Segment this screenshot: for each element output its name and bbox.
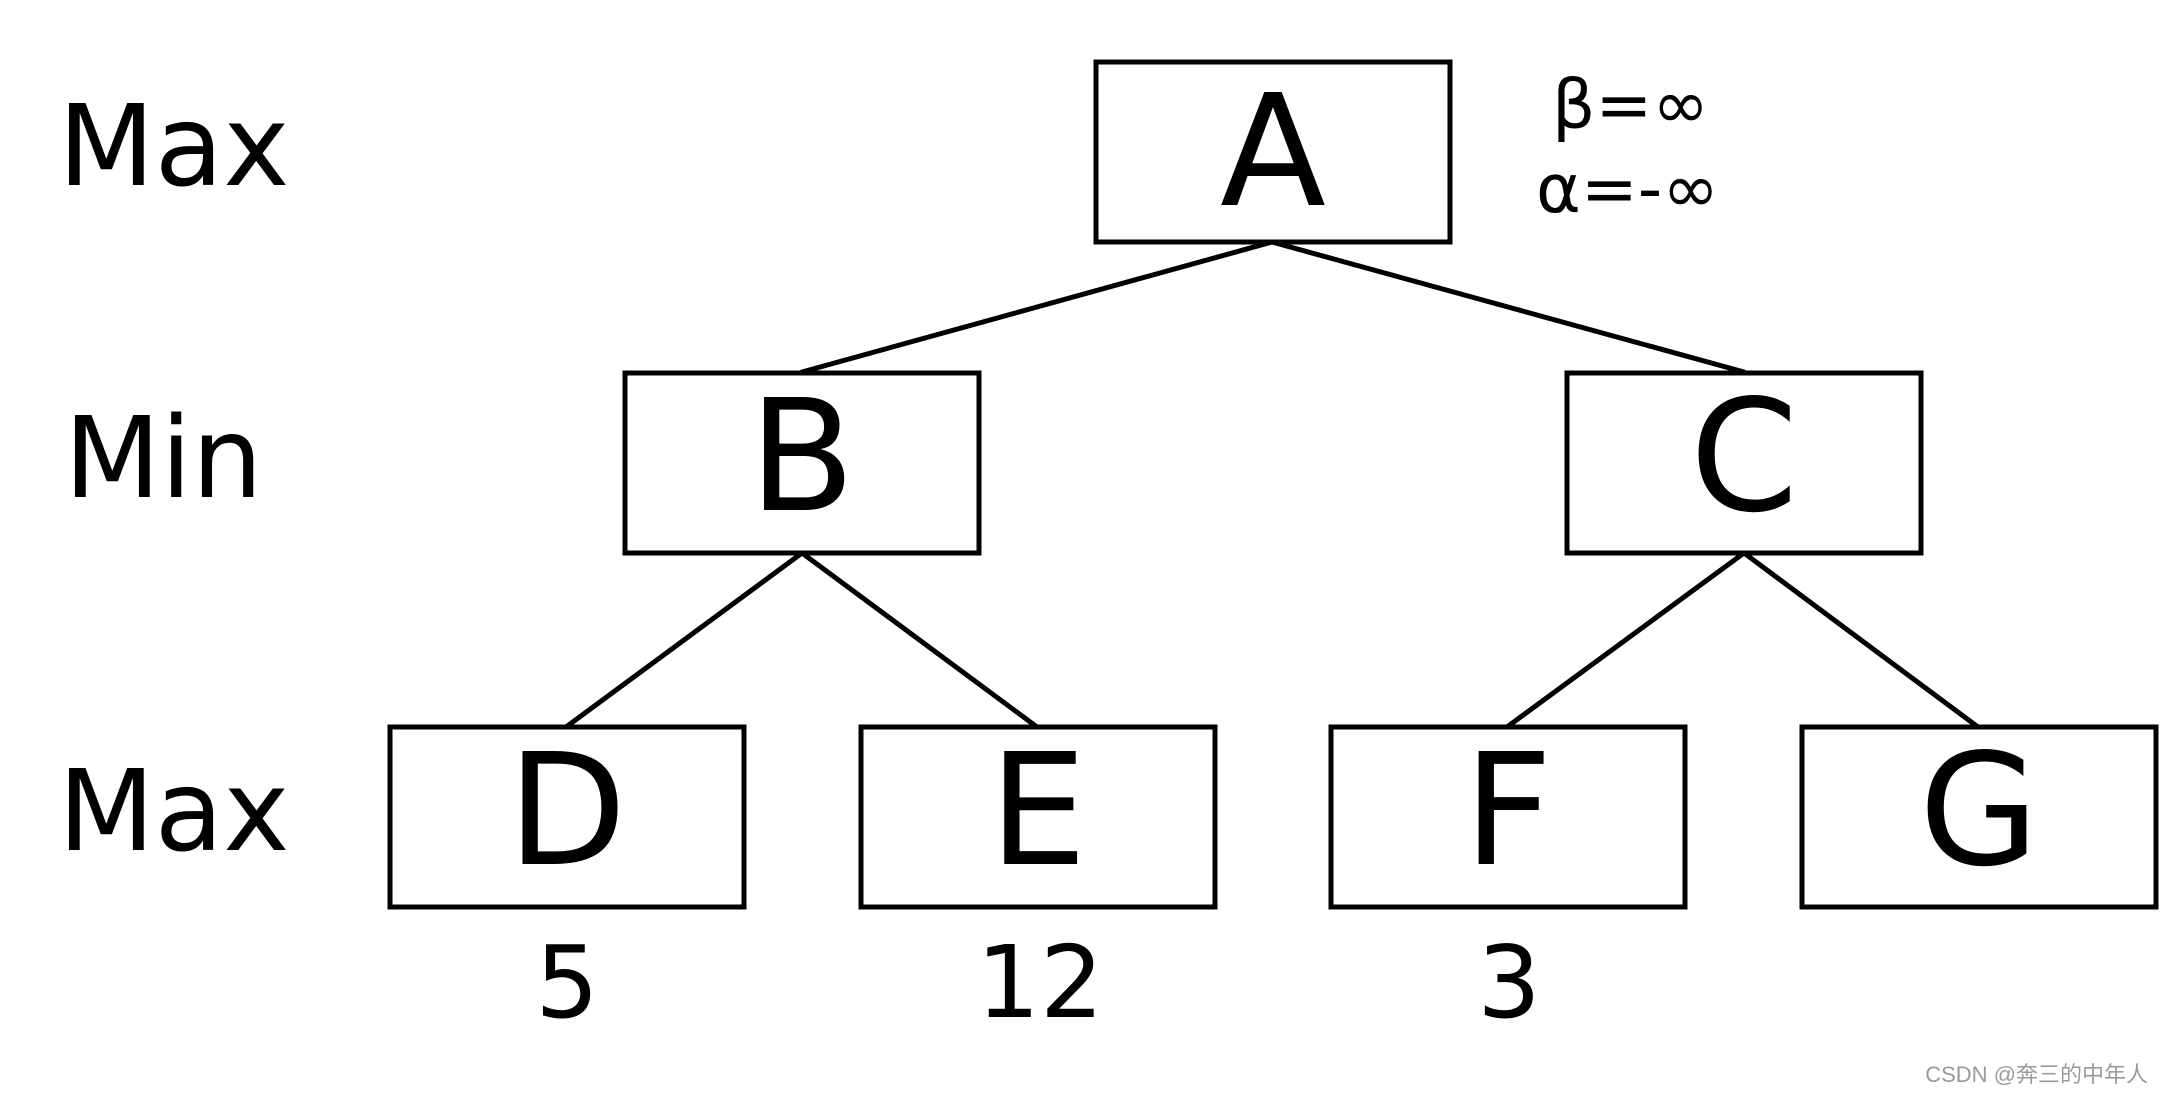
node-b-label: B xyxy=(749,366,855,547)
watermark-text: CSDN @奔三的中年人 xyxy=(1925,1062,2148,1087)
node-c-box xyxy=(1564,370,1924,556)
edge-b-d xyxy=(563,550,805,730)
node-c-label: C xyxy=(1690,366,1798,547)
edge-c-f xyxy=(1504,550,1747,730)
edge-a-b xyxy=(799,239,1275,375)
node-d-label: D xyxy=(507,720,626,901)
node-b: B xyxy=(622,366,982,556)
node-e: E xyxy=(858,720,1218,910)
node-c: C xyxy=(1564,366,1924,556)
node-a-box xyxy=(1093,59,1453,245)
node-e-label: E xyxy=(989,720,1087,901)
node-d-box xyxy=(387,724,747,910)
node-g: G xyxy=(1799,720,2159,910)
node-f-label: F xyxy=(1463,720,1552,901)
node-a-label: A xyxy=(1220,61,1326,242)
alpha-annotation: α=-∞ xyxy=(1536,150,1719,229)
leaf-value-e: 12 xyxy=(976,924,1103,1041)
node-g-label: G xyxy=(1919,720,2039,901)
beta-annotation: β=∞ xyxy=(1552,66,1709,145)
edge-b-e xyxy=(799,550,1040,730)
node-b-box xyxy=(622,370,982,556)
level-label-min: Min xyxy=(64,394,263,524)
leaf-value-f: 3 xyxy=(1477,924,1541,1041)
level-label-max-top: Max xyxy=(58,82,290,212)
edge-c-g xyxy=(1741,550,1981,730)
node-g-box xyxy=(1799,724,2159,910)
edge-a-c xyxy=(1269,239,1747,375)
node-f: F xyxy=(1328,720,1688,910)
level-label-max-bottom: Max xyxy=(58,747,290,877)
node-d: D xyxy=(387,720,747,910)
node-a: A xyxy=(1093,59,1453,245)
node-f-box xyxy=(1328,724,1688,910)
node-e-box xyxy=(858,724,1218,910)
leaf-value-d: 5 xyxy=(535,924,599,1041)
